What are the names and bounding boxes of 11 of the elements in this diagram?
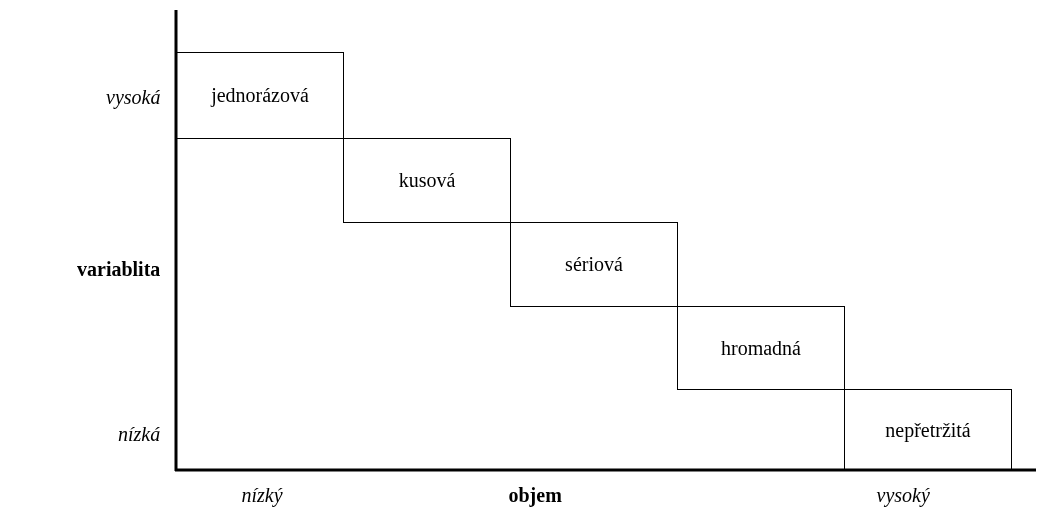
axis-title: variablita [77, 258, 161, 281]
axis-tick-label: nízký [241, 484, 283, 507]
category-box: hromadná [677, 306, 845, 390]
axis-tick-label: vysoký [876, 484, 930, 507]
axis-tick-label: nízká [118, 423, 161, 446]
category-box: kusová [343, 138, 511, 223]
category-box: sériová [510, 222, 678, 307]
category-box: nepřetržitá [844, 389, 1012, 471]
category-box: jednorázová [176, 52, 344, 139]
axis-title: objem [508, 484, 562, 507]
axis-tick-label: vysoká [106, 86, 161, 109]
